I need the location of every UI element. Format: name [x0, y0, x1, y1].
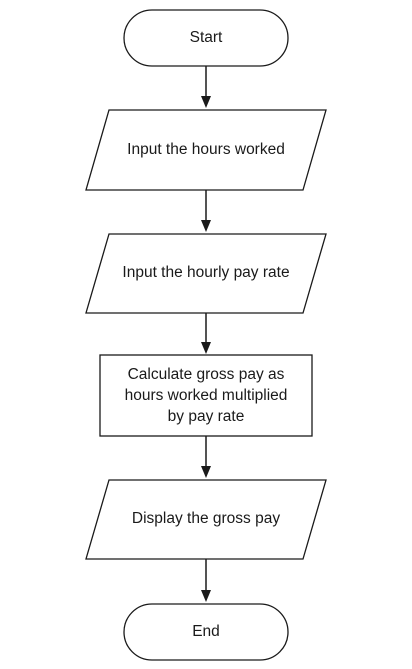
arrowhead-icon — [201, 590, 211, 602]
calculate-label-line-1: Calculate gross pay as — [128, 366, 285, 383]
connector-arrow — [201, 436, 211, 478]
calculate-label-line-3: by pay rate — [168, 408, 245, 425]
arrowhead-icon — [201, 96, 211, 108]
end-label: End — [192, 623, 220, 640]
calculate-node: Calculate gross pay as hours worked mult… — [99, 354, 313, 437]
connector-arrow — [201, 66, 211, 108]
end-node: End — [123, 603, 289, 661]
end-terminator-shape — [123, 603, 289, 661]
start-node: Start — [123, 9, 289, 67]
input-hours-label: Input the hours worked — [127, 141, 285, 158]
display-node: Display the gross pay — [85, 479, 327, 560]
arrowhead-icon — [201, 220, 211, 232]
calculate-label-line-2: hours worked multiplied — [125, 387, 288, 404]
display-parallelogram — [85, 479, 327, 560]
arrowhead-icon — [201, 342, 211, 354]
input-hours-node: Input the hours worked — [85, 109, 327, 191]
connector-arrow — [201, 190, 211, 232]
display-label: Display the gross pay — [132, 510, 280, 527]
start-label: Start — [190, 29, 223, 46]
input-rate-node: Input the hourly pay rate — [85, 233, 327, 314]
arrowhead-icon — [201, 466, 211, 478]
input-rate-parallelogram — [85, 233, 327, 314]
connector-arrow — [201, 313, 211, 354]
input-hours-parallelogram — [85, 109, 327, 191]
input-rate-label: Input the hourly pay rate — [122, 264, 289, 281]
calculate-process-rect — [99, 354, 313, 437]
connector-arrow — [201, 559, 211, 602]
